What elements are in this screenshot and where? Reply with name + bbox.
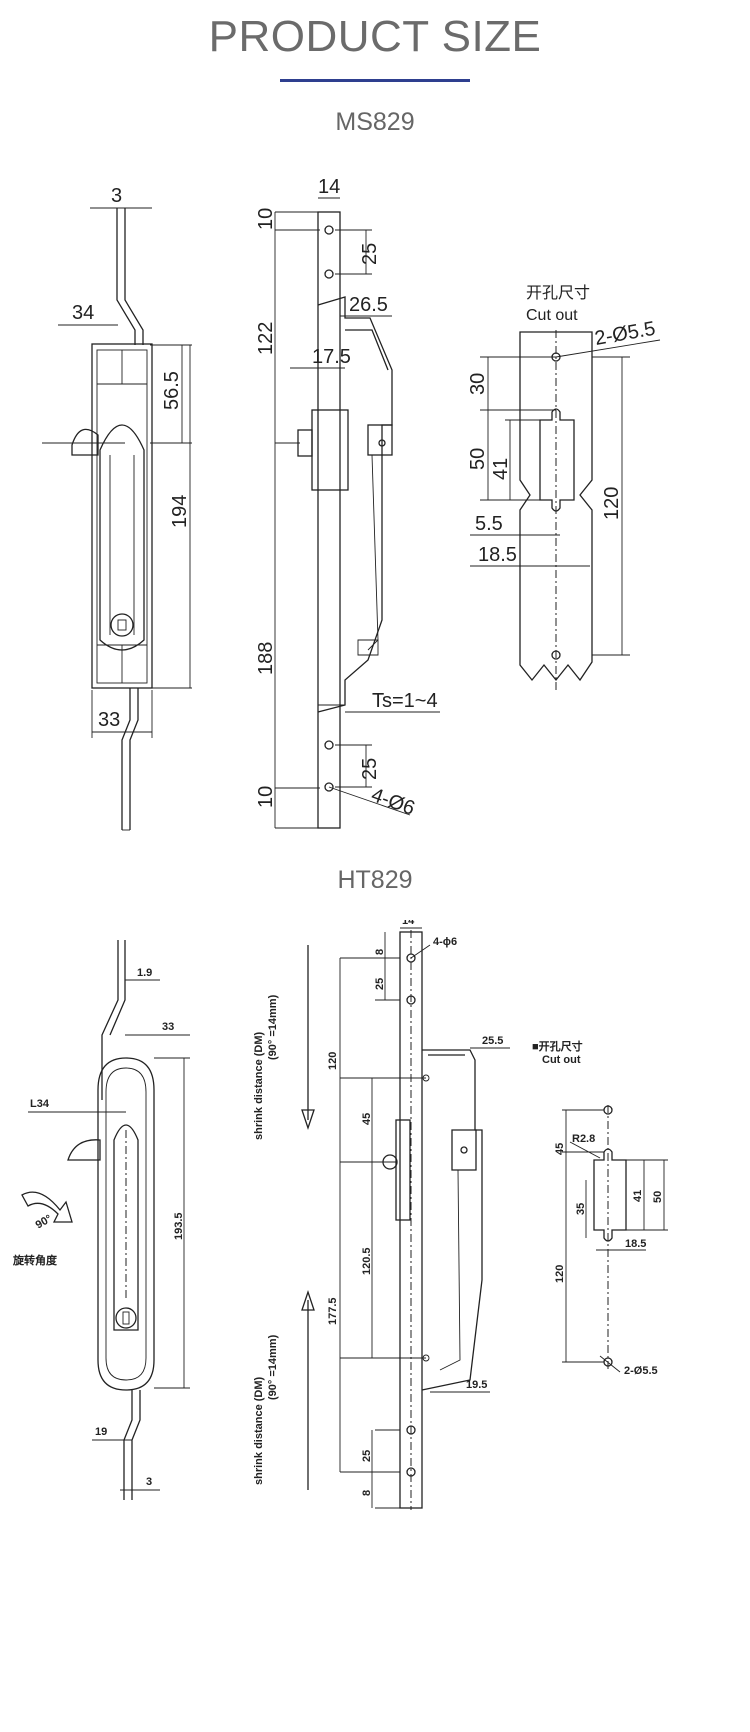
dim-ms-side-hole: 25: [359, 243, 381, 265]
dim-ht-side-k: 25: [361, 1450, 373, 1462]
ht-cutout-label-en: Cut out: [542, 1054, 581, 1066]
dim-ht-cutout-h: 2-Ø5.5: [624, 1365, 658, 1377]
dim-ht-cutout-b: 45: [554, 1143, 566, 1155]
dim-ms-handle-length: 194: [169, 495, 191, 528]
dim-ms-handle-width: 34: [72, 302, 94, 324]
dim-ht-cutout-a: R2.8: [572, 1133, 595, 1145]
dim-ht-side-h: 120.5: [361, 1247, 373, 1275]
dim-ht-handle-e: 19: [95, 1426, 107, 1438]
ms829-cutout: 开孔尺寸 Cut out 2-Ø5.5 30 50 41 5.5 18.5 12…: [467, 284, 661, 690]
model-ht829-label: HT829: [337, 866, 413, 894]
dim-ms-side-lower: 188: [255, 642, 277, 675]
ms829-side-view: 14 10 122 188 10 25 26.5 17.5 Ts=1~4 25 …: [255, 176, 440, 829]
ht829-drawing: 90° 旋转角度 1.9 33 L34 193.5 19 3 (90° =14m…: [12, 920, 668, 1510]
dim-ms-side-holes: 4-Ø6: [368, 784, 417, 820]
dim-ht-cutout-g: 120: [554, 1265, 566, 1283]
dim-ht-side-f: 45: [361, 1113, 373, 1125]
page-title: PRODUCT SIZE: [208, 12, 542, 61]
dim-ms-side-bottom: 10: [255, 786, 277, 808]
dim-ms-cutout-d: 5.5: [475, 513, 503, 535]
dim-ht-side-g: 25.5: [482, 1035, 503, 1047]
dim-ms-handle-bottom: 33: [98, 709, 120, 731]
ht-cutout-label-cn: ■开孔尺寸: [532, 1039, 583, 1053]
ht829-side-view: 14 4-ϕ6 8 25 120 45 120.5 177.5 25.5 19.…: [327, 920, 510, 1510]
dim-ht-side-a: 14: [402, 920, 415, 927]
ht-arrow-label-1: (90° =14mm): [267, 994, 279, 1060]
dim-ht-side-l: 8: [361, 1490, 373, 1496]
dim-ht-cutout-c: 35: [575, 1203, 587, 1215]
dim-ht-cutout-d: 41: [632, 1190, 644, 1202]
ht829-cutout: ■开孔尺寸 Cut out R2.8 45 120 35 41 50 18.5 …: [532, 1039, 668, 1377]
dim-ht-side-e: 120: [327, 1052, 339, 1070]
title-underline: [280, 79, 470, 82]
dim-ms-side-depth: 26.5: [349, 294, 388, 316]
dim-ht-side-j: 19.5: [466, 1379, 487, 1391]
dim-ms-side-thickness: Ts=1~4: [372, 690, 438, 712]
dim-ht-handle-b: 33: [162, 1021, 174, 1033]
ht-arrow-label-2: shrink distance (DM): [253, 1031, 265, 1140]
ms-cutout-label-en: Cut out: [526, 307, 578, 324]
ht829-shrink-arrows: (90° =14mm) shrink distance (DM) (90° =1…: [253, 945, 315, 1490]
dim-ms-cutout-holes: 2-Ø5.5: [593, 318, 657, 350]
dim-ht-handle-c: L34: [30, 1098, 50, 1110]
dim-ht-handle-a: 1.9: [137, 967, 152, 979]
dim-ht-handle-d: 193.5: [173, 1212, 185, 1240]
dim-ms-side-top-width: 14: [318, 176, 340, 198]
ht-rotate-label: 90°: [34, 1213, 54, 1232]
dim-ht-side-d: 25: [374, 978, 386, 990]
dim-ht-cutout-e: 50: [652, 1191, 664, 1203]
ht-arrow-label-4: shrink distance (DM): [253, 1376, 265, 1485]
ht829-handle-front: 90° 旋转角度 1.9 33 L34 193.5 19 3: [12, 940, 190, 1500]
ht-arrow-label-3: (90° =14mm): [267, 1334, 279, 1400]
dim-ht-side-i: 177.5: [327, 1297, 339, 1325]
ms829-handle-front: 3 34 56.5 194 33: [42, 185, 192, 831]
dim-ht-side-b: 4-ϕ6: [433, 936, 457, 948]
dim-ms-cutout-f: 120: [601, 487, 623, 520]
dim-ms-cutout-e: 18.5: [478, 544, 517, 566]
dim-ms-side-upper: 122: [255, 322, 277, 355]
dim-ms-cutout-c: 41: [490, 458, 512, 480]
model-ms829-label: MS829: [335, 108, 415, 136]
dim-ht-handle-f: 3: [146, 1476, 152, 1488]
dim-ms-side-top: 10: [255, 208, 277, 230]
dim-ht-cutout-f: 18.5: [625, 1238, 646, 1250]
dim-ht-side-c: 8: [374, 949, 386, 955]
dim-ms-handle-top: 3: [111, 185, 122, 207]
ht-rotate-cn: 旋转角度: [12, 1253, 58, 1267]
dim-ms-cutout-a: 30: [467, 373, 489, 395]
ms-cutout-label-cn: 开孔尺寸: [526, 284, 590, 302]
dim-ms-side-hole2: 25: [359, 758, 381, 780]
dim-ms-handle-upper: 56.5: [161, 371, 183, 410]
ms829-drawing: 3 34 56.5 194 33 14: [42, 176, 661, 831]
dim-ms-cutout-b: 50: [467, 448, 489, 470]
dim-ms-side-offset: 17.5: [312, 346, 351, 368]
